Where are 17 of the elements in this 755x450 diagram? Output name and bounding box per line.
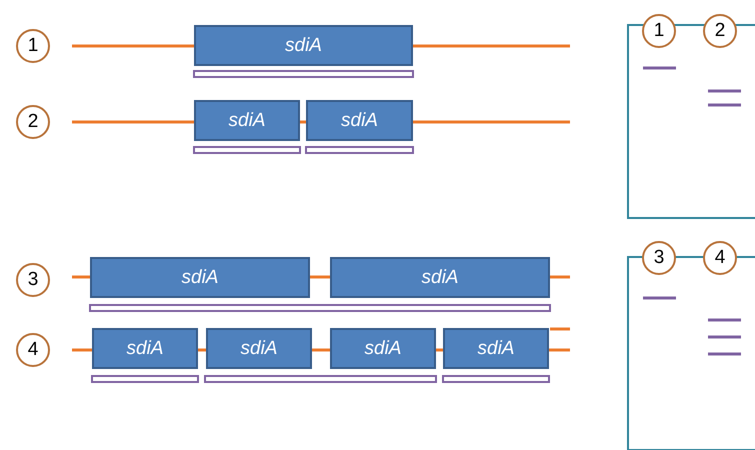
number-circle: 3 [16,263,50,297]
gene-box: sdiA [92,328,198,369]
gene-box: sdiA [443,328,549,369]
gene-box: sdiA [194,25,413,66]
gene-box: sdiA [194,100,300,141]
gene-box: sdiA [330,257,550,298]
number-circle: 2 [703,14,737,48]
number-circle: 4 [16,333,50,367]
number-circle: 4 [703,241,737,275]
gene-box: sdiA [306,100,413,141]
number-circle: 1 [642,14,676,48]
gene-box: sdiA [90,257,310,298]
number-circle: 1 [16,29,50,63]
gene-box: sdiA [206,328,312,369]
gene-box: sdiA [330,328,436,369]
number-circle: 3 [642,241,676,275]
number-circle: 2 [16,105,50,139]
